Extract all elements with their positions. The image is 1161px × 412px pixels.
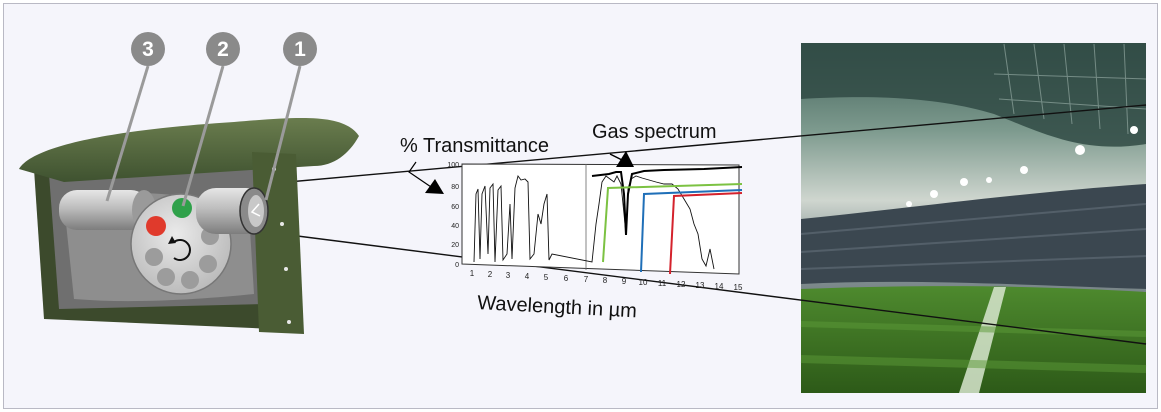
- gas-spectrum-line: [591, 166, 743, 236]
- svg-text:3: 3: [142, 38, 154, 61]
- svg-text:100: 100: [447, 162, 459, 169]
- view-cone-upper-line: [265, 104, 1147, 185]
- svg-text:8: 8: [603, 276, 608, 285]
- svg-text:15: 15: [734, 283, 743, 292]
- svg-text:12: 12: [677, 280, 686, 289]
- svg-text:5: 5: [544, 273, 549, 282]
- y-tick-labels: 100 80 60 40 20 0: [447, 162, 459, 269]
- x-axis-label: Wavelength in µm: [477, 292, 638, 322]
- svg-text:60: 60: [451, 204, 459, 211]
- svg-text:9: 9: [622, 277, 627, 286]
- svg-text:1: 1: [470, 269, 475, 278]
- svg-text:6: 6: [564, 274, 569, 283]
- illustration-frame: 3 2 1 100 80 60 40 20 0 1 2 3 4 5 6 7: [3, 3, 1158, 409]
- x-tick-labels: 1 2 3 4 5 6 7 8 9 10 11 12 13 14 15: [470, 269, 743, 292]
- filter-red: [146, 216, 166, 236]
- svg-text:13: 13: [696, 281, 705, 290]
- blue-filter-band: [640, 189, 743, 273]
- red-filter-band: [669, 192, 743, 275]
- svg-text:0: 0: [455, 262, 459, 269]
- svg-text:40: 40: [451, 223, 459, 230]
- svg-text:20: 20: [451, 242, 459, 249]
- transmittance-spectrum-line: [473, 174, 715, 270]
- svg-text:14: 14: [715, 282, 724, 291]
- svg-text:1: 1: [294, 38, 306, 61]
- camera-housing: [19, 117, 359, 334]
- callout-3: 3: [131, 32, 165, 66]
- gas-spectrum-label: Gas spectrum: [592, 121, 716, 143]
- svg-text:3: 3: [506, 271, 511, 280]
- svg-text:10: 10: [639, 278, 648, 287]
- svg-text:2: 2: [488, 270, 493, 279]
- callout-2: 2: [206, 32, 240, 66]
- gas-detection-illustration: 3 2 1 100 80 60 40 20 0 1 2 3 4 5 6 7: [19, 32, 1147, 393]
- green-filter-band: [602, 183, 743, 263]
- svg-text:7: 7: [584, 275, 589, 284]
- callout-1: 1: [283, 32, 317, 66]
- svg-text:11: 11: [658, 279, 667, 288]
- stadium-photo: [800, 43, 1147, 393]
- rotate-arrow-icon: [173, 239, 191, 261]
- svg-text:4: 4: [525, 272, 530, 281]
- transmittance-chart: 100 80 60 40 20 0 1 2 3 4 5 6 7 8 9 10 1…: [408, 151, 743, 292]
- filter-green: [172, 198, 192, 218]
- svg-text:2: 2: [217, 38, 229, 61]
- view-cone-lower-line: [265, 231, 1147, 345]
- svg-text:80: 80: [451, 184, 459, 191]
- y-axis-label: % Transmittance: [400, 135, 549, 157]
